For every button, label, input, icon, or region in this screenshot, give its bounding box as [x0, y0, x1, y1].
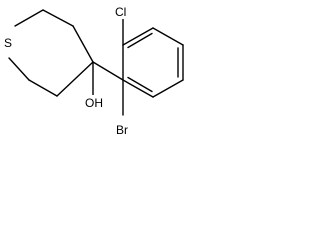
- double-bond-inner-1: [127, 32, 153, 49]
- bond-c1-c2: [42, 9, 74, 27]
- double-bond-inner-3: [127, 76, 153, 93]
- atom-label-sulfur: S: [4, 36, 12, 50]
- atom-labels: S Cl OH Br: [2, 4, 134, 137]
- atom-label-hydroxyl: OH: [85, 96, 103, 110]
- label-bg-oh: [84, 95, 106, 110]
- bond-cortho2-ipso: [122, 79, 154, 98]
- structure-diagram: S Cl OH Br: [2, 4, 184, 137]
- bond-s-c1: [14, 9, 44, 27]
- bond-c6-s: [8, 57, 30, 81]
- bond-cmeta2-cortho2: [152, 79, 184, 98]
- bond-c5-c6: [28, 79, 58, 97]
- bond-c4-ipso: [92, 61, 124, 81]
- label-bg-s: [2, 35, 16, 50]
- label-bg-br: [114, 122, 134, 137]
- bond-cmeta1-cpara: [152, 27, 184, 46]
- bond-c4-c5: [56, 61, 94, 97]
- atom-label-bromine: Br: [116, 123, 128, 137]
- bond-cortho1-cmeta1: [122, 27, 154, 46]
- atom-label-chlorine: Cl: [115, 5, 126, 19]
- label-bg-cl: [114, 4, 134, 19]
- bond-lines: [8, 9, 184, 116]
- molecule-canvas: S Cl OH Br: [0, 0, 197, 156]
- bond-c2-c4: [72, 25, 94, 63]
